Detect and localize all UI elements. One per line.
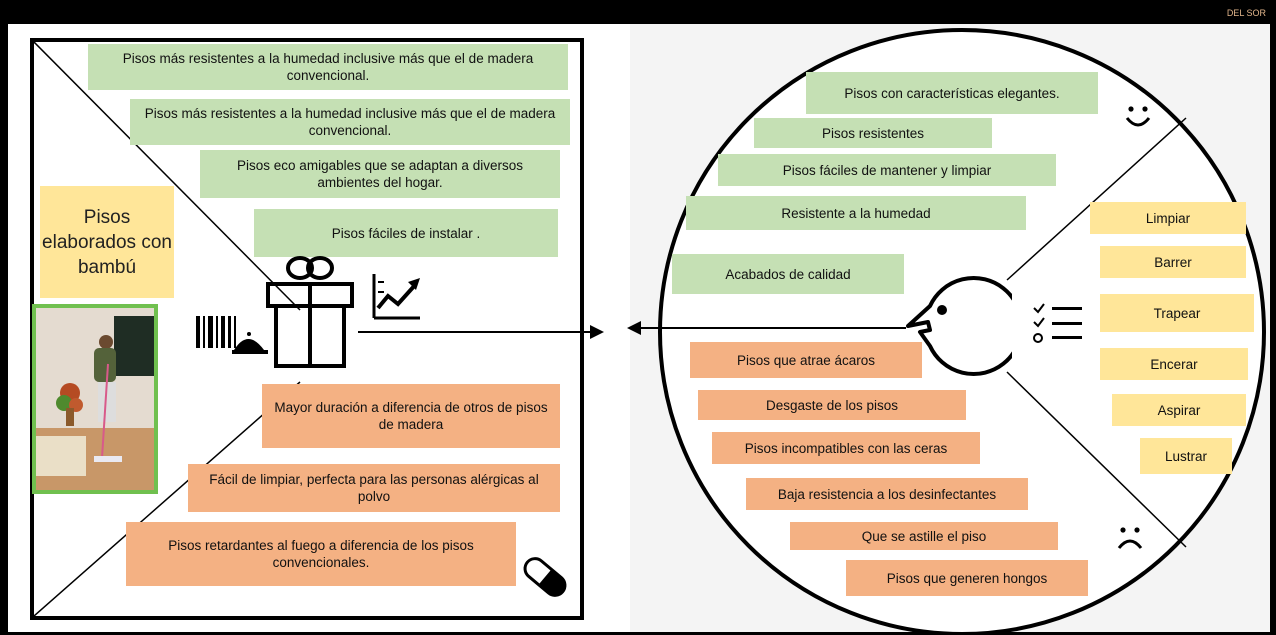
gain-5: Acabados de calidad [672, 254, 904, 294]
pain-reliever-3: Pisos retardantes al fuego a diferencia … [126, 522, 516, 586]
value-map-lines [34, 42, 301, 616]
gain-creator-3: Pisos eco amigables que se adaptan a div… [200, 150, 560, 198]
arrow-head-right [590, 325, 604, 339]
frown-icon [1117, 527, 1143, 549]
arrow-line-right [640, 327, 906, 329]
growth-chart-icon [372, 274, 420, 320]
arrow-head-left [627, 321, 641, 335]
pain-reliever-2: Fácil de limpiar, perfecta para las pers… [188, 464, 560, 512]
pain-4: Baja resistencia a los desinfectantes [746, 478, 1028, 510]
pain-6: Pisos que generen hongos [846, 560, 1088, 596]
pain-5: Que se astille el piso [790, 522, 1058, 550]
watermark: DEL SOR [1226, 8, 1266, 18]
product-photo [32, 304, 158, 494]
job-1: Limpiar [1090, 202, 1246, 234]
job-5: Aspirar [1112, 394, 1246, 426]
customer-face-icon [906, 276, 1012, 376]
gain-creator-4: Pisos fáciles de instalar . [254, 209, 558, 257]
gain-3: Pisos fáciles de mantener y limpiar [718, 154, 1056, 186]
arrow-line-left [358, 331, 596, 333]
smile-icon [1125, 106, 1151, 127]
gain-2: Pisos resistentes [754, 118, 992, 148]
gift-icon [266, 256, 354, 368]
gain-creator-2: Pisos más resistentes a la humedad inclu… [130, 99, 570, 145]
gain-1: Pisos con características elegantes. [806, 72, 1098, 114]
job-3: Trapear [1100, 294, 1254, 332]
gain-creator-1: Pisos más resistentes a la humedad inclu… [88, 44, 568, 90]
pain-2: Desgaste de los pisos [698, 390, 966, 420]
pain-reliever-1: Mayor duración a diferencia de otros de … [262, 384, 560, 448]
pain-3: Pisos incompatibles con las ceras [712, 432, 980, 464]
pill-icon [523, 557, 567, 597]
job-2: Barrer [1100, 246, 1246, 278]
job-4: Encerar [1100, 348, 1248, 380]
gain-4: Resistente a la humedad [686, 196, 1026, 230]
job-6: Lustrar [1140, 438, 1232, 474]
product-label: Pisos elaborados con bambú [40, 186, 174, 298]
pain-1: Pisos que atrae ácaros [690, 342, 922, 378]
barcode-service-icon [196, 316, 268, 354]
checklist-icon [1033, 303, 1082, 343]
